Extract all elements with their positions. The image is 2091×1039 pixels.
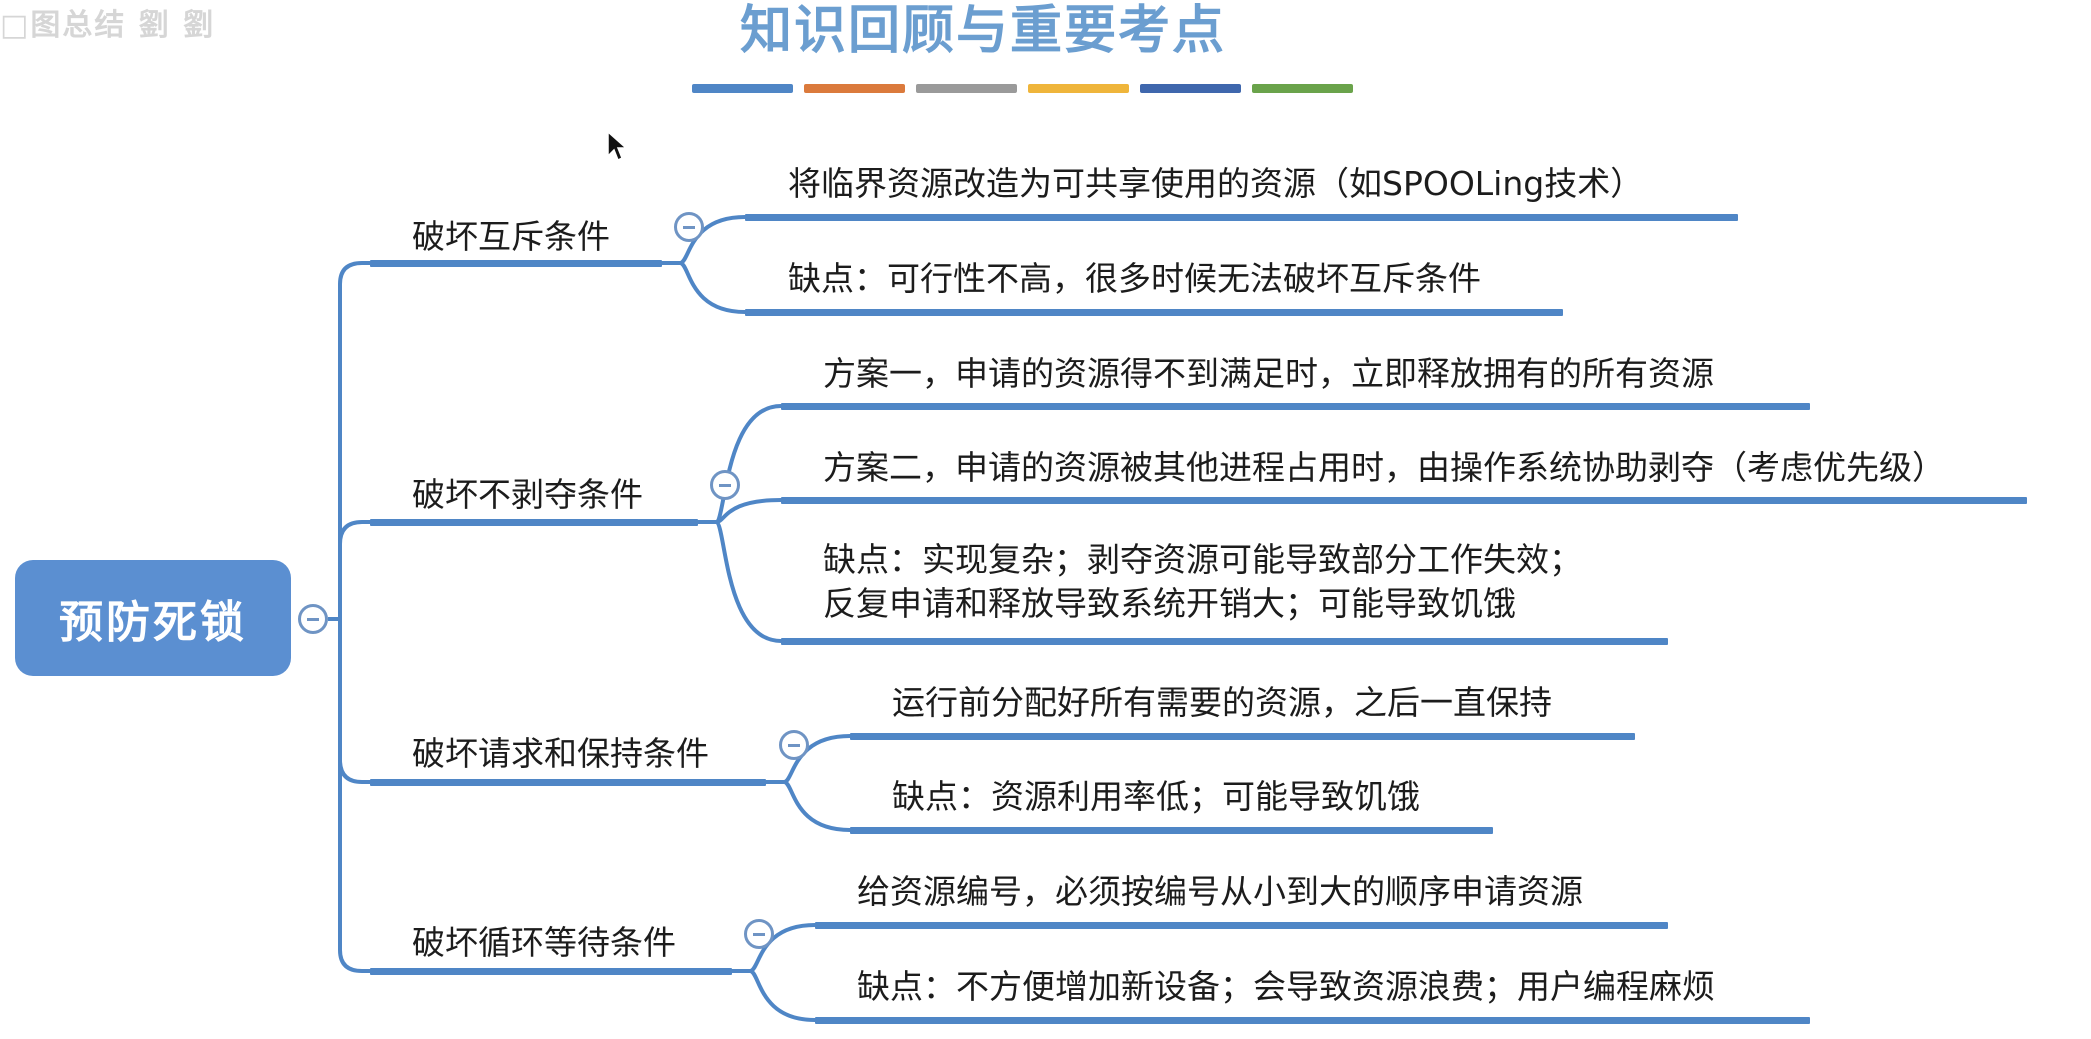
branch-underline bbox=[370, 519, 698, 526]
connector-line bbox=[338, 759, 370, 784]
leaf-underline bbox=[781, 497, 2027, 504]
connector-line bbox=[338, 619, 370, 973]
leaf-text: 缺点：可行性不高，很多时候无法破坏互斥条件 bbox=[788, 257, 1481, 301]
branch-underline bbox=[370, 779, 766, 786]
leaf-text-line: 运行前分配好所有需要的资源，之后一直保持 bbox=[892, 683, 1552, 722]
leaf-text-line: 给资源编号，必须按编号从小到大的顺序申请资源 bbox=[857, 872, 1583, 911]
mouse-cursor-icon bbox=[607, 130, 628, 162]
root-node-label: 预防死锁 bbox=[59, 597, 247, 648]
connector-line bbox=[766, 780, 851, 832]
leaf-text: 方案二，申请的资源被其他进程占用时，由操作系统协助剥夺（考虑优先级） bbox=[823, 446, 1945, 490]
leaf-text: 缺点：实现复杂；剥夺资源可能导致部分工作失效； 反复申请和释放导致系统开销大；可能… bbox=[823, 538, 1582, 626]
leaf-text-line: 方案一，申请的资源得不到满足时，立即释放拥有的所有资源 bbox=[823, 354, 1714, 393]
connector-line bbox=[698, 498, 782, 524]
leaf-underline bbox=[815, 1017, 1810, 1024]
leaf-underline bbox=[850, 733, 1635, 740]
leaf-text: 缺点：资源利用率低；可能导致饥饿 bbox=[892, 775, 1420, 819]
branch-label: 破坏不剥夺条件 bbox=[412, 475, 643, 514]
title-color-bar bbox=[804, 84, 905, 93]
leaf-text-line: 将临界资源改造为可共享使用的资源（如SPOOLing技术） bbox=[788, 164, 1644, 203]
title-color-bar bbox=[692, 84, 793, 93]
branch-collapse-icon[interactable] bbox=[674, 212, 704, 242]
root-node[interactable]: 预防死锁 bbox=[15, 560, 291, 676]
leaf-text-line: 方案二，申请的资源被其他进程占用时，由操作系统协助剥夺（考虑优先级） bbox=[823, 448, 1945, 487]
branch-underline bbox=[370, 968, 732, 975]
leaf-underline bbox=[850, 827, 1493, 834]
leaf-underline bbox=[815, 922, 1668, 929]
title-color-bar bbox=[1252, 84, 1353, 93]
watermark: □图总结 劉 劉 bbox=[0, 8, 216, 43]
leaf-text: 方案一，申请的资源得不到满足时，立即释放拥有的所有资源 bbox=[823, 352, 1714, 396]
leaf-underline bbox=[781, 403, 1810, 410]
leaf-text: 给资源编号，必须按编号从小到大的顺序申请资源 bbox=[857, 870, 1583, 914]
leaf-text: 缺点：不方便增加新设备；会导致资源浪费；用户编程麻烦 bbox=[857, 965, 1715, 1009]
leaf-underline bbox=[745, 309, 1563, 316]
branch-collapse-icon[interactable] bbox=[779, 730, 809, 760]
connector-line bbox=[698, 520, 782, 643]
leaf-text: 将临界资源改造为可共享使用的资源（如SPOOLing技术） bbox=[788, 162, 1643, 206]
connector-line bbox=[338, 520, 370, 545]
branch-collapse-icon[interactable] bbox=[744, 919, 774, 949]
connector-line bbox=[338, 261, 370, 619]
title-color-bar bbox=[1140, 84, 1241, 93]
leaf-text-line: 缺点：资源利用率低；可能导致饥饿 bbox=[892, 777, 1420, 816]
title-color-bar bbox=[1028, 84, 1129, 93]
branch-underline bbox=[370, 260, 662, 267]
leaf-text-line: 缺点：实现复杂；剥夺资源可能导致部分工作失效； bbox=[823, 540, 1582, 579]
connector-line bbox=[662, 261, 746, 314]
leaf-text: 运行前分配好所有需要的资源，之后一直保持 bbox=[892, 681, 1552, 725]
branch-label: 破坏循环等待条件 bbox=[412, 923, 676, 962]
page-title: 知识回顾与重要考点 bbox=[740, 1, 1227, 61]
branch-label: 破坏请求和保持条件 bbox=[412, 734, 709, 773]
leaf-text-line: 反复申请和释放导致系统开销大；可能导致饥饿 bbox=[823, 584, 1516, 623]
leaf-underline bbox=[781, 638, 1668, 645]
leaf-text-line: 缺点：不方便增加新设备；会导致资源浪费；用户编程麻烦 bbox=[857, 967, 1715, 1006]
leaf-text-line: 缺点：可行性不高，很多时候无法破坏互斥条件 bbox=[788, 259, 1481, 298]
branch-collapse-icon[interactable] bbox=[710, 470, 740, 500]
branch-label: 破坏互斥条件 bbox=[412, 217, 610, 256]
leaf-underline bbox=[745, 214, 1738, 221]
title-color-bar bbox=[916, 84, 1017, 93]
root-collapse-icon[interactable] bbox=[298, 604, 328, 634]
connector-line bbox=[732, 969, 816, 1022]
